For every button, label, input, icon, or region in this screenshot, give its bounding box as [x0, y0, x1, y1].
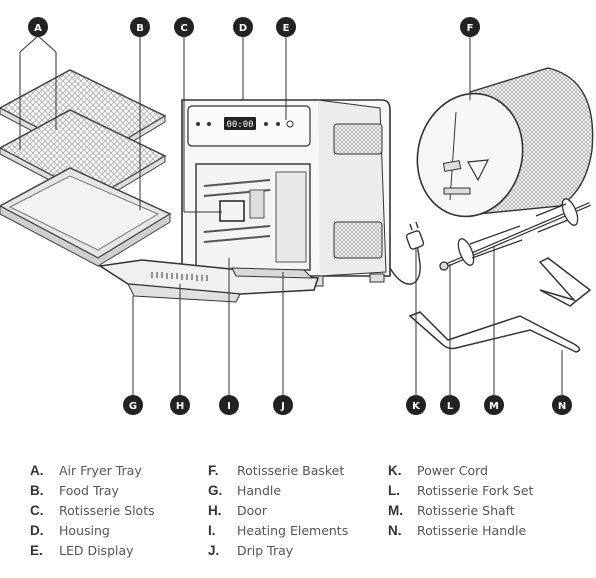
callout-g-badge: G [123, 395, 143, 415]
legend-key: J. [208, 541, 237, 561]
legend-label: Power Cord [417, 463, 488, 478]
legend-label: Rotisserie Fork Set [417, 483, 533, 498]
legend-item: F.Rotisserie Basket [208, 461, 348, 481]
callout-e-badge: E [276, 17, 296, 37]
legend-key: I. [208, 521, 237, 541]
legend-item: B.Food Tray [30, 481, 155, 501]
svg-text:F: F [467, 23, 474, 34]
callout-l-badge: L [440, 395, 460, 415]
power-cord [390, 222, 424, 284]
legend-key: M. [388, 501, 417, 521]
legend-label: Food Tray [59, 483, 119, 498]
food-tray [0, 168, 170, 266]
svg-text:H: H [176, 401, 184, 412]
control-button-icon [196, 122, 200, 126]
legend-label: Housing [59, 523, 110, 538]
legend-item: H.Door [208, 501, 348, 521]
legend-column-1: A.Air Fryer Tray B.Food Tray C.Rotisseri… [30, 461, 155, 561]
callout-b-badge: B [130, 17, 150, 37]
legend-label: LED Display [59, 543, 134, 558]
drip-tray [232, 268, 312, 278]
legend-label: Rotisserie Slots [59, 503, 155, 518]
callout-i-badge: I [219, 395, 239, 415]
legend-label: Door [237, 503, 267, 518]
svg-text:G: G [129, 401, 137, 412]
svg-text:B: B [136, 23, 144, 34]
legend-label: Air Fryer Tray [59, 463, 142, 478]
oven-housing [182, 100, 390, 286]
legend-key: G. [208, 481, 237, 501]
product-diagram: 00:00 [0, 0, 596, 440]
legend-label: Handle [237, 483, 281, 498]
control-button-icon [264, 122, 268, 126]
callout-n-badge: N [552, 395, 572, 415]
svg-text:E: E [283, 23, 290, 34]
svg-text:L: L [447, 401, 454, 412]
callout-k-badge: K [406, 395, 426, 415]
legend-label: Rotisserie Shaft [417, 503, 515, 518]
svg-text:I: I [227, 401, 231, 412]
led-readout: 00:00 [226, 120, 253, 130]
legend-item: A.Air Fryer Tray [30, 461, 155, 481]
legend-key: D. [30, 521, 59, 541]
legend-key: N. [388, 521, 417, 541]
callout-h-badge: H [170, 395, 190, 415]
legend-key: L. [388, 481, 417, 501]
legend-item: I.Heating Elements [208, 521, 348, 541]
legend-label: Heating Elements [237, 523, 348, 538]
legend-key: C. [30, 501, 59, 521]
legend-item: L.Rotisserie Fork Set [388, 481, 533, 501]
svg-text:C: C [180, 23, 187, 34]
svg-text:D: D [239, 23, 247, 34]
legend-key: K. [388, 461, 417, 481]
callout-f-badge: F [460, 17, 480, 37]
control-button-icon [276, 122, 280, 126]
legend-item: C.Rotisserie Slots [30, 501, 155, 521]
callout-m-badge: M [484, 395, 504, 415]
svg-text:N: N [558, 401, 566, 412]
legend-column-2: F.Rotisserie Basket G.Handle H.Door I.He… [208, 461, 348, 561]
callout-a-badge: A [28, 17, 48, 37]
legend-key: E. [30, 541, 59, 561]
legend-item: E.LED Display [30, 541, 155, 561]
callout-c-badge: C [174, 17, 194, 37]
svg-text:M: M [489, 401, 499, 412]
rotisserie-handle [410, 258, 590, 352]
legend-key: H. [208, 501, 237, 521]
callout-j-badge: J [273, 395, 293, 415]
legend-label: Drip Tray [237, 543, 293, 558]
legend-key: F. [208, 461, 237, 481]
legend-item: M.Rotisserie Shaft [388, 501, 533, 521]
control-button-icon [207, 122, 211, 126]
svg-text:A: A [34, 23, 42, 34]
legend-item: J.Drip Tray [208, 541, 348, 561]
legend-key: A. [30, 461, 59, 481]
legend-label: Rotisserie Basket [237, 463, 344, 478]
svg-text:K: K [412, 401, 421, 412]
svg-text:J: J [280, 401, 285, 412]
legend-column-3: K.Power Cord L.Rotisserie Fork Set M.Rot… [388, 461, 533, 541]
legend-item: N.Rotisserie Handle [388, 521, 533, 541]
legend-item: D.Housing [30, 521, 155, 541]
legend-item: G.Handle [208, 481, 348, 501]
legend-item: K.Power Cord [388, 461, 533, 481]
legend-key: B. [30, 481, 59, 501]
legend-label: Rotisserie Handle [417, 523, 526, 538]
callout-d-badge: D [233, 17, 253, 37]
